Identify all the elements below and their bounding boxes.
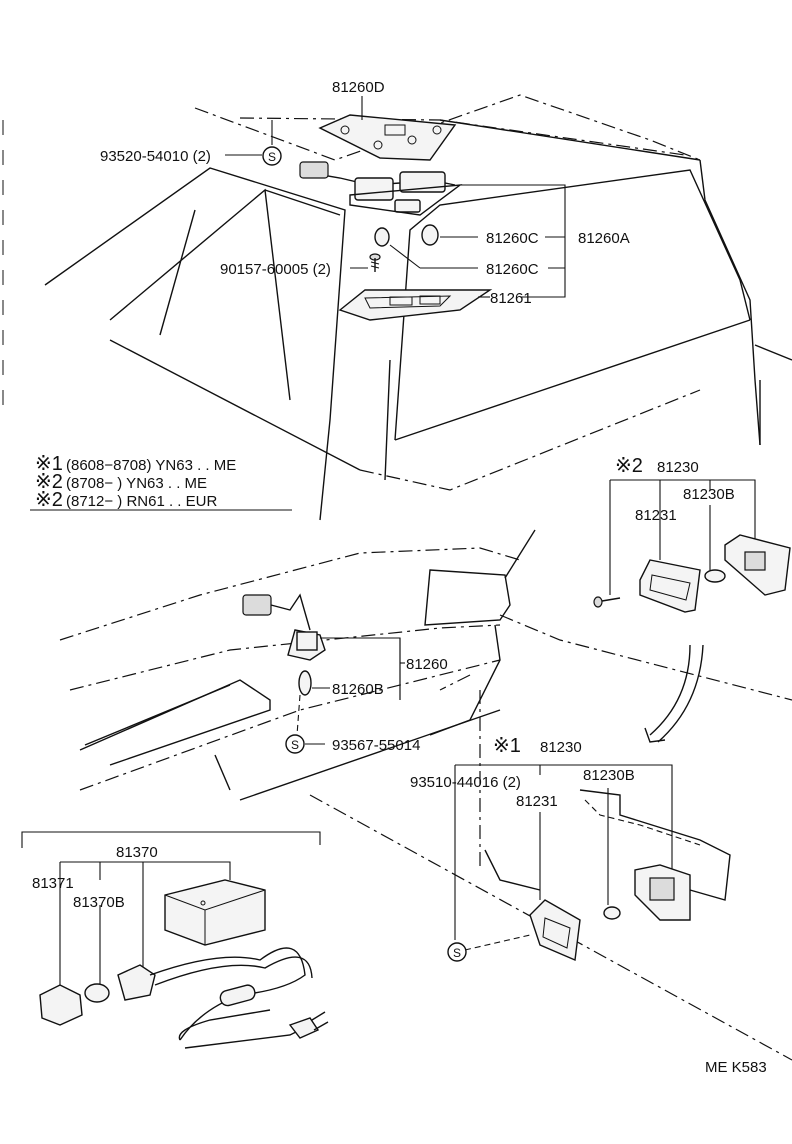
callout-93567-55014: 93567-55014	[332, 737, 420, 754]
legend-text-3: (8712− ) RN61 . . EUR	[66, 493, 217, 510]
callout-81260C-upper: 81260C	[486, 230, 539, 247]
callout-90157-60005: 90157-60005 (2)	[220, 261, 331, 278]
deck-outline	[59, 529, 792, 1061]
callout-81261: 81261	[490, 290, 532, 307]
legend-mark-1: ※1	[35, 453, 63, 475]
callout-81370B: 81370B	[73, 894, 125, 911]
callout-81231-top: 81231	[635, 507, 677, 524]
callout-81230B-top: 81230B	[683, 486, 735, 503]
screw-90157	[369, 253, 381, 272]
callout-81260A: 81260A	[578, 230, 630, 247]
callout-81230B-bottom: 81230B	[583, 767, 635, 784]
console-bracket-81260D	[318, 114, 457, 161]
dome-lens-81261	[338, 289, 493, 321]
callout-93510-44016: 93510-44016 (2)	[410, 774, 521, 791]
inspection-lamp-81370	[21, 831, 329, 1049]
callout-81230-top: 81230	[657, 459, 699, 476]
dome-wiring	[299, 161, 463, 216]
bulb-81260C	[374, 224, 439, 269]
callout-81370: 81370	[116, 844, 158, 861]
callout-81260: 81260	[406, 656, 448, 673]
cab-outline	[44, 94, 792, 521]
license-lamp-top-group: ※2 81230 81230B 81231	[593, 455, 791, 613]
screw-symbol-bottom: S	[447, 942, 467, 962]
callout-81230-bottom: 81230	[540, 739, 582, 756]
callout-93520-54010: 93520-54010 (2)	[100, 148, 211, 165]
figure-code: ME K583	[705, 1059, 767, 1076]
callout-81231-bottom: 81231	[516, 793, 558, 810]
cargo-lamp-81260	[242, 593, 405, 745]
legend-mark-3: ※2	[35, 489, 63, 511]
license-lamp-bottom-group: ※1 81230 93510-44016 (2) 81230B 81231	[410, 735, 731, 962]
callout-81260C-lower: 81260C	[486, 261, 539, 278]
legend: ※1 (8608−8708) YN63 . . ME ※2 (8708− ) Y…	[30, 453, 292, 511]
legend-text-2: (8708− ) YN63 . . ME	[66, 475, 207, 492]
screw-symbol-mid: S	[285, 734, 305, 754]
screw-mark-top: S	[268, 150, 276, 164]
callout-81260B: 81260B	[332, 681, 384, 698]
callout-81260D: 81260D	[332, 79, 385, 96]
callout-81371: 81371	[32, 875, 74, 892]
top-leaders	[225, 96, 566, 298]
group-mark-bottom: ※1	[493, 735, 521, 757]
screw-mark-mid: S	[291, 738, 299, 752]
direction-arrow	[644, 644, 704, 743]
group-mark-top: ※2	[615, 455, 643, 477]
legend-mark-2: ※2	[35, 471, 63, 493]
legend-text-1: (8608−8708) YN63 . . ME	[66, 457, 236, 474]
screw-mark-bottom: S	[453, 946, 461, 960]
screw-symbol-top: S	[262, 146, 282, 166]
